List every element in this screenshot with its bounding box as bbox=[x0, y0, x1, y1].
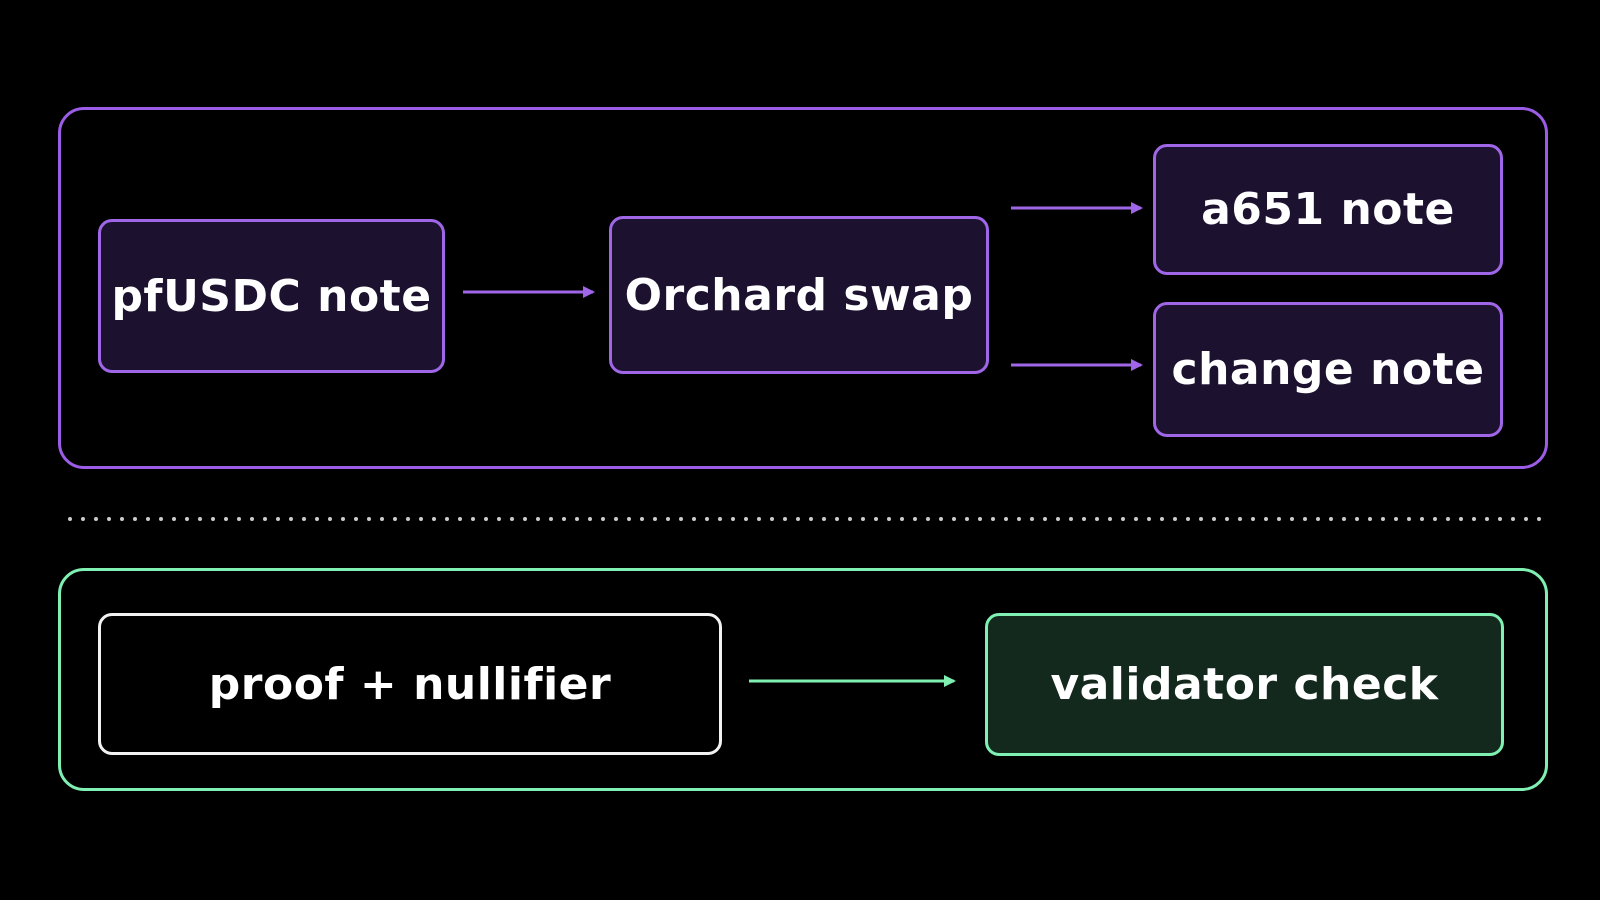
orchard-swap-node: Orchard swap bbox=[609, 216, 989, 374]
proof-nullifier-label: proof + nullifier bbox=[208, 658, 612, 710]
validator-check-label: validator check bbox=[1050, 659, 1439, 710]
pfusdc-note-label: pfUSDC note bbox=[111, 270, 432, 322]
validator-check-node: validator check bbox=[985, 613, 1504, 756]
shielded-swap-group bbox=[58, 107, 1548, 469]
proof-nullifier-node: proof + nullifier bbox=[98, 613, 722, 755]
a651-note-node: a651 note bbox=[1153, 144, 1503, 275]
change-note-label: change note bbox=[1171, 344, 1485, 395]
change-note-node: change note bbox=[1153, 302, 1503, 437]
verification-group bbox=[58, 568, 1548, 791]
pfusdc-note-node: pfUSDC note bbox=[98, 219, 445, 373]
a651-note-label: a651 note bbox=[1201, 184, 1455, 235]
orchard-swap-label: Orchard swap bbox=[624, 269, 974, 321]
